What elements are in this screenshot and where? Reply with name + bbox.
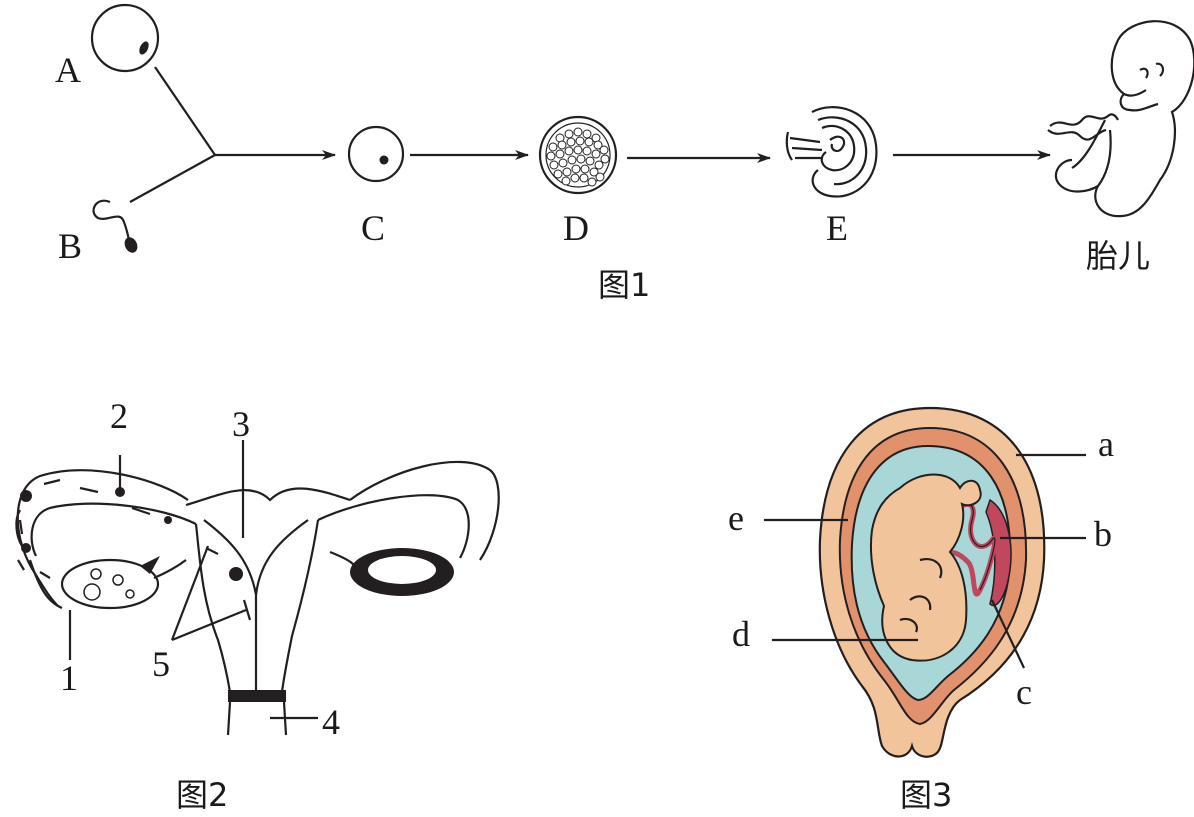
egg-cell-A (90, 3, 160, 73)
egg-path-dots (20, 487, 243, 581)
label-a: a (1098, 424, 1114, 464)
zygote-C (347, 125, 405, 183)
cervix (228, 690, 286, 702)
label-fetus: 胎儿 (1086, 237, 1150, 275)
label-e: e (728, 498, 744, 538)
caption-figure-2: 图2 (176, 776, 228, 814)
embryo-E (785, 106, 878, 198)
fetus-drawing (1047, 20, 1194, 218)
num-4: 4 (322, 702, 340, 742)
uterus-top (185, 487, 351, 507)
sperm-cell-B (92, 199, 138, 253)
right-ovary (329, 548, 454, 596)
caption-figure-1: 图1 (598, 266, 650, 304)
label-A: A (55, 50, 81, 90)
morula-D (538, 115, 618, 195)
figure-1: A B C (55, 3, 1194, 304)
connector-sperm (129, 154, 216, 203)
label-d: d (732, 614, 750, 654)
label-B: B (58, 226, 82, 266)
num-1: 1 (60, 658, 78, 698)
sperm-marks (17, 478, 252, 621)
label-D: D (563, 208, 589, 248)
caption-figure-3: 图3 (900, 776, 952, 814)
label-E: E (826, 208, 848, 248)
num-3: 3 (232, 404, 250, 444)
figure-3: a b c d e 图3 (728, 406, 1114, 814)
num-5: 5 (152, 644, 170, 684)
label-b: b (1094, 514, 1112, 554)
label-C: C (361, 208, 385, 248)
left-ovary (60, 556, 187, 610)
figure-2: 2 3 1 5 4 图2 (15, 396, 500, 814)
num-2: 2 (110, 396, 128, 436)
connector-egg (154, 66, 216, 156)
fetus (869, 473, 982, 662)
label-c: c (1016, 672, 1032, 712)
